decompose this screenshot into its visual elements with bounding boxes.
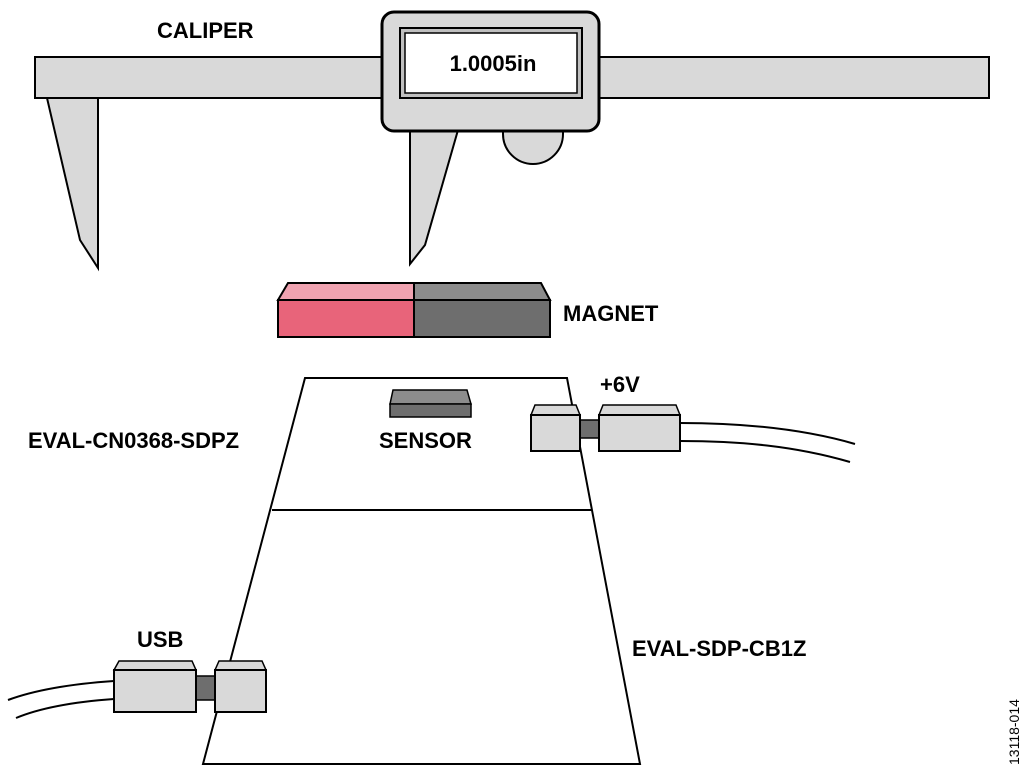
caliper: 1.0005in <box>34 10 990 272</box>
figure-id: 13118-014 <box>1006 699 1022 765</box>
sensor-chip <box>389 389 472 418</box>
sensor-chip-top <box>389 389 472 405</box>
magnet <box>276 282 552 338</box>
power-plug-cable <box>598 414 681 452</box>
power-plug-board <box>530 414 581 452</box>
power-cable <box>679 422 856 445</box>
usb-plug-cable-top <box>112 660 198 671</box>
usb-connector-joint <box>195 675 216 701</box>
magnet-pole-b-top <box>413 282 552 301</box>
caliper-thumb-wheel <box>502 127 564 165</box>
evaluation-boards <box>201 377 642 765</box>
usb-plug-board-top <box>213 660 268 671</box>
caliper-display-screen <box>404 32 578 94</box>
power-connector <box>529 404 856 463</box>
caliper-fixed-jaw <box>45 97 99 272</box>
magnet-pole-a-front <box>277 299 415 338</box>
usb-plug-board <box>214 669 267 713</box>
magnet-label: MAGNET <box>563 301 659 326</box>
caliper-sliding-jaw <box>409 129 460 267</box>
eval-cn0368-label: EVAL-CN0368-SDPZ <box>28 428 239 453</box>
sensor-label: SENSOR <box>379 428 472 453</box>
usb-cable <box>7 680 115 701</box>
power-cable-lower <box>679 440 851 463</box>
power-connector-joint <box>579 419 600 439</box>
usb-connector <box>7 660 268 719</box>
power-plug-board-top <box>529 404 582 416</box>
caliper-label: CALIPER <box>157 18 254 43</box>
usb-cable-lower <box>15 698 115 719</box>
caliper-display-value: 1.0005in <box>450 51 537 76</box>
magnet-pole-a-top <box>276 282 415 301</box>
power-label: +6V <box>600 372 640 397</box>
sensor-chip-front <box>389 403 472 418</box>
magnet-pole-b-front <box>413 299 551 338</box>
power-plug-cable-top <box>597 404 682 416</box>
eval-sdp-label: EVAL-SDP-CB1Z <box>632 636 806 661</box>
board-outline <box>201 377 642 765</box>
usb-plug-cable <box>113 669 197 713</box>
usb-label: USB <box>137 627 183 652</box>
